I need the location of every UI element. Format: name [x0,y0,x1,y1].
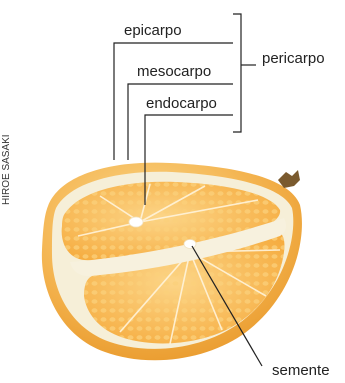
label-pericarp: pericarpo [262,51,325,66]
seed-upper [129,217,143,227]
seed-lower [184,240,196,249]
label-epicarp: epicarpo [124,23,182,38]
label-seed: semente [272,363,330,378]
stem-icon [278,170,300,188]
illustration-credit: HIROE SASAKI [2,134,12,205]
label-mesocarp: mesocarpo [137,64,211,79]
label-endocarp: endocarpo [146,96,217,111]
